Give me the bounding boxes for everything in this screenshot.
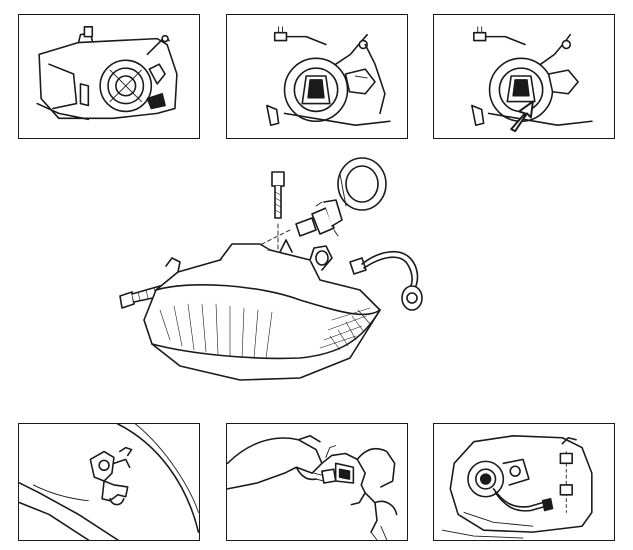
- step-4-panel: [18, 423, 200, 541]
- step-5-panel: [226, 423, 408, 541]
- bolt-icon: [271, 171, 285, 219]
- headlamp-exploded-view-icon: [119, 157, 423, 381]
- bulb-icon: [295, 199, 343, 237]
- step-3-panel: [433, 14, 615, 139]
- headlamp-mount-view-icon: [19, 424, 199, 540]
- headlamp-connector-view-icon: [441, 435, 593, 539]
- dust-cover-icon: [337, 157, 387, 211]
- headlamp-housing-icon: [143, 239, 381, 381]
- step-6-panel: [433, 423, 615, 541]
- step-1-panel: [18, 14, 200, 139]
- wiring-connector-icon: [349, 251, 423, 311]
- headlamp-rear-housing-icon: [36, 26, 178, 121]
- bulb-socket-connector-icon: [266, 26, 391, 126]
- bulb-removal-arrow-icon: [471, 26, 593, 133]
- hand-bulb-replacement-icon: [227, 435, 398, 540]
- step-2-panel: [226, 14, 408, 139]
